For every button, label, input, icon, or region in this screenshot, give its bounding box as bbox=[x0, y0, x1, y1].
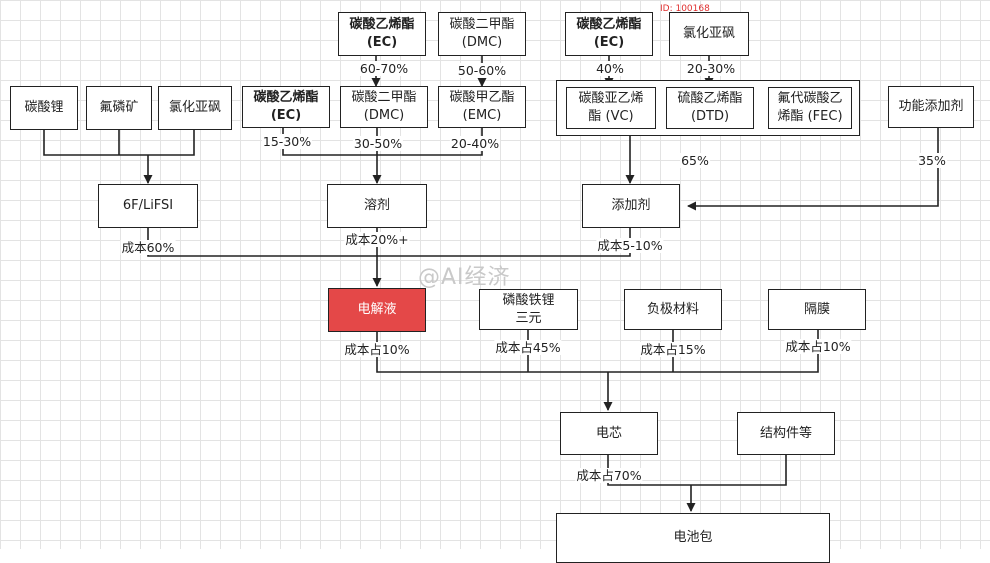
label-emc-share: 20-40% bbox=[449, 136, 501, 151]
watermark: @AI经济 bbox=[418, 265, 511, 290]
label-ec-right-share: 40% bbox=[595, 61, 625, 76]
node-emc-mid: 碳酸甲乙酯 (EMC) bbox=[438, 86, 526, 128]
id-tag: ID: 100168 bbox=[660, 4, 710, 14]
label-ec-share: 15-30% bbox=[261, 134, 313, 149]
node-functional-additive: 功能添加剂 bbox=[888, 86, 974, 128]
node-electrolyte: 电解液 bbox=[328, 288, 426, 332]
label-group-share: 65% bbox=[680, 153, 710, 168]
node-lifsi: 6F/LiFSI bbox=[98, 184, 198, 228]
node-vc: 碳酸亚乙烯 酯 (VC) bbox=[566, 87, 656, 129]
label-functional-share: 35% bbox=[917, 153, 947, 168]
label-lifsi-cost: 成本60% bbox=[120, 240, 176, 255]
node-battery-pack: 电池包 bbox=[556, 513, 830, 563]
node-structural-parts: 结构件等 bbox=[737, 412, 835, 455]
node-ec-top: 碳酸乙烯酯 (EC) bbox=[338, 12, 426, 56]
label-separator-cost: 成本占10% bbox=[784, 339, 852, 354]
node-ec-right: 碳酸乙烯酯 (EC) bbox=[565, 12, 653, 56]
label-lvhuayafeng-share: 20-30% bbox=[685, 61, 737, 76]
label-solvent-cost: 成本20%+ bbox=[344, 232, 410, 247]
node-tansuanli: 碳酸锂 bbox=[10, 86, 78, 130]
node-lvhuayafeng-right: 氯化亚砜 bbox=[669, 12, 749, 56]
node-dmc-top: 碳酸二甲酯 (DMC) bbox=[438, 12, 526, 56]
label-cathode-cost: 成本占45% bbox=[494, 340, 562, 355]
node-lvhuayafeng-left: 氯化亚砜 bbox=[158, 86, 232, 130]
node-additive: 添加剂 bbox=[582, 184, 680, 228]
label-ec-top-share: 60-70% bbox=[358, 61, 410, 76]
node-cathode: 磷酸铁锂 三元 bbox=[479, 289, 578, 330]
label-dmc-share: 30-50% bbox=[352, 136, 404, 151]
label-dmc-top-share: 50-60% bbox=[456, 63, 508, 78]
node-dtd: 硫酸乙烯酯 (DTD) bbox=[666, 87, 754, 129]
node-cell: 电芯 bbox=[560, 412, 658, 455]
node-solvent: 溶剂 bbox=[327, 184, 427, 228]
node-fec: 氟代碳酸乙 烯酯 (FEC) bbox=[768, 87, 852, 129]
node-fulinkuang: 氟磷矿 bbox=[86, 86, 152, 130]
node-anode: 负极材料 bbox=[624, 289, 722, 330]
label-electrolyte-cost: 成本占10% bbox=[343, 342, 411, 357]
node-separator: 隔膜 bbox=[768, 289, 866, 330]
node-ec-left: 碳酸乙烯酯 (EC) bbox=[242, 86, 330, 128]
label-additive-cost: 成本5-10% bbox=[596, 238, 664, 253]
label-cell-cost: 成本占70% bbox=[575, 468, 643, 483]
node-dmc-mid: 碳酸二甲酯 (DMC) bbox=[340, 86, 428, 128]
label-anode-cost: 成本占15% bbox=[639, 342, 707, 357]
